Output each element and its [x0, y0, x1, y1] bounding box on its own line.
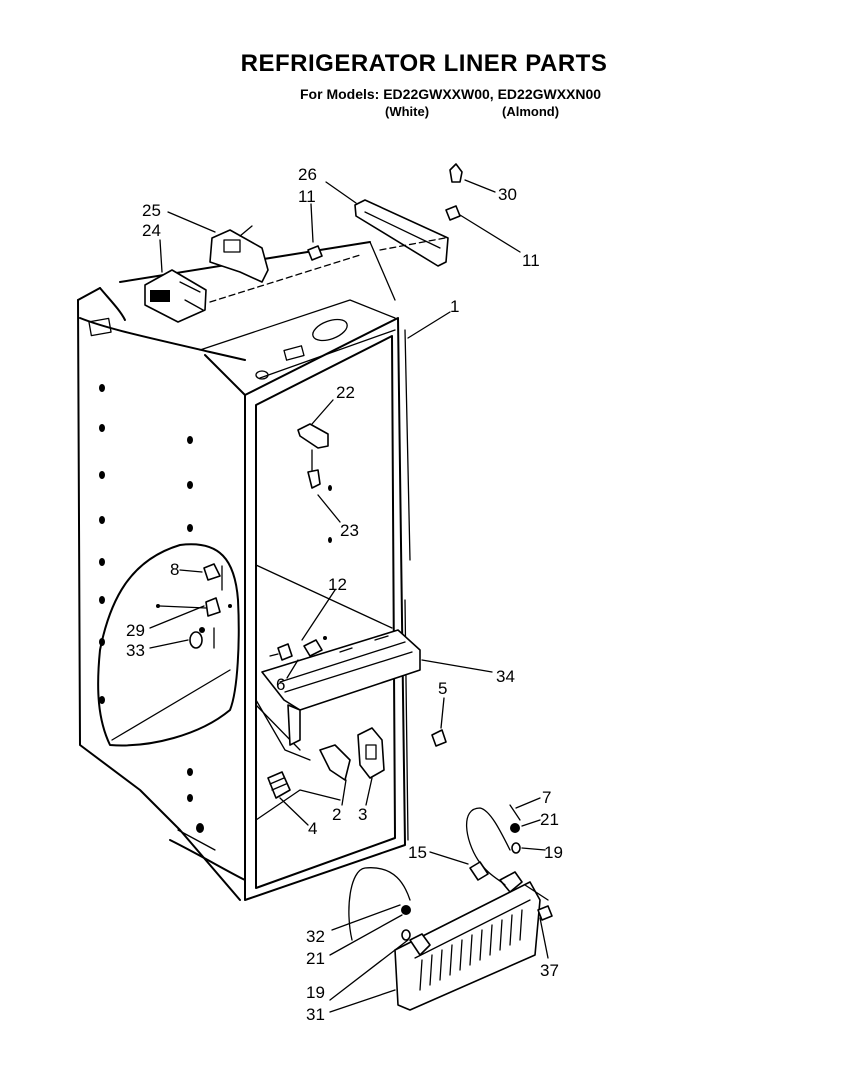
callout-34: 34 — [496, 667, 515, 686]
callout-21-right: 21 — [540, 810, 559, 829]
part-21-nut-right — [510, 823, 520, 833]
callout-31: 31 — [306, 1005, 325, 1024]
part-21-nut-left — [401, 905, 411, 915]
callout-7: 7 — [542, 788, 551, 807]
part-11-screw-b — [445, 205, 461, 221]
part-24-housing — [144, 269, 207, 323]
part-34-rail — [261, 629, 421, 746]
part-4-bracket — [267, 771, 291, 799]
callout-21-left: 21 — [306, 949, 325, 968]
callout-26: 26 — [298, 165, 317, 184]
callout-15: 15 — [408, 843, 427, 862]
part-11-screw-a — [307, 245, 323, 261]
part-15-plug — [469, 861, 489, 881]
part-7-wire — [466, 807, 511, 886]
variant-white: (White) — [385, 104, 430, 119]
variant-almond: (Almond) — [502, 104, 560, 119]
callout-11-top-right: 11 — [522, 251, 540, 270]
callout-32: 32 — [306, 927, 325, 946]
callout-33: 33 — [126, 641, 145, 660]
part-19-cap-right — [511, 842, 521, 854]
part-23-screw — [307, 449, 321, 489]
callout-11-top-left: 11 — [298, 187, 316, 206]
part-3-hinge — [357, 727, 385, 779]
side-mounting-holes — [99, 384, 332, 833]
part-32-wire — [348, 867, 411, 941]
callout-labels: 26 11 30 11 25 24 1 22 23 8 12 29 33 6 3… — [126, 165, 563, 1024]
models-line: For Models: ED22GWXXW00, ED22GWXXN00 — [300, 86, 602, 102]
leader-lines — [149, 179, 549, 1013]
callout-29: 29 — [126, 621, 145, 640]
callout-1: 1 — [450, 297, 459, 316]
part-37-screw — [537, 905, 553, 921]
callout-19-left: 19 — [306, 983, 325, 1002]
part-31-cover — [394, 871, 541, 1011]
callout-5: 5 — [438, 679, 447, 698]
callout-22: 22 — [336, 383, 355, 402]
callout-24: 24 — [142, 221, 161, 240]
part-2-bracket — [319, 744, 351, 781]
part-29-switch — [156, 597, 232, 617]
callout-8: 8 — [170, 560, 179, 579]
liner-cabinet — [77, 241, 411, 901]
part-19-cap-left — [401, 929, 411, 941]
callout-37: 37 — [540, 961, 559, 980]
part-26-bracket — [354, 199, 449, 267]
callout-4: 4 — [308, 819, 317, 838]
page-title: REFRIGERATOR LINER PARTS — [240, 50, 608, 77]
part-6-clip — [269, 643, 293, 661]
callout-3: 3 — [358, 805, 367, 824]
part-12-grommet — [303, 636, 327, 657]
part-22-bracket — [297, 423, 329, 449]
callout-2: 2 — [332, 805, 341, 824]
callout-25: 25 — [142, 201, 161, 220]
part-30-clip — [449, 163, 463, 183]
callout-12: 12 — [328, 575, 347, 594]
callout-19-right: 19 — [544, 843, 563, 862]
callout-30: 30 — [498, 185, 517, 204]
part-25-bracket — [209, 225, 269, 283]
part-8-clip — [203, 563, 223, 591]
part-5-screw — [431, 729, 447, 747]
callout-23: 23 — [340, 521, 359, 540]
part-33-bulb — [189, 627, 215, 649]
callout-6: 6 — [276, 675, 285, 694]
